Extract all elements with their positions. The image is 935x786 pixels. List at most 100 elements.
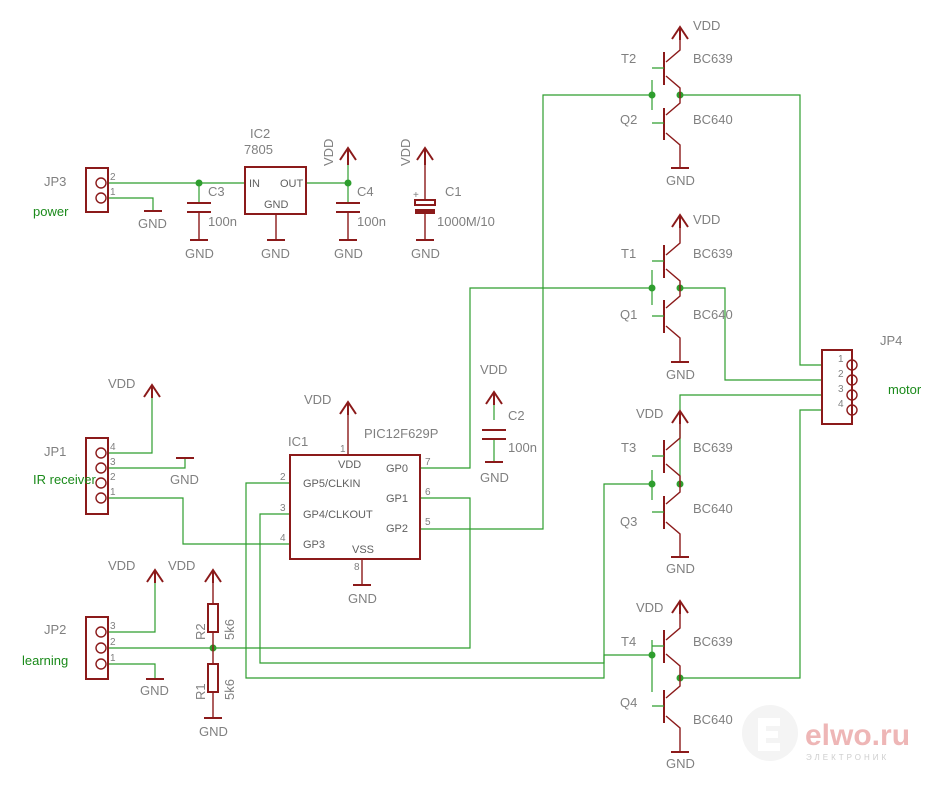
jp1-pins-2-label: 2 <box>110 472 116 483</box>
ic1-ref: IC1 <box>288 434 308 449</box>
c2-value: 100n <box>508 440 537 455</box>
t2-ref: T2 <box>621 51 636 66</box>
ic2-regulator: IC2 7805 IN OUT GND GND <box>244 126 307 261</box>
c3-value: 100n <box>208 214 237 229</box>
power-gnd-label: GND <box>334 246 363 261</box>
ic1-value: PIC12F629P <box>364 426 438 441</box>
t1-ref: T1 <box>621 246 636 261</box>
ic1-pins-p8-label: 8 <box>354 562 360 573</box>
jp3-net-label: power <box>33 204 69 219</box>
jp4-pins-1-label: 2 <box>838 369 844 380</box>
c3-capacitor: C3 100n GND <box>185 184 237 261</box>
power-gnd-label: GND <box>170 472 199 487</box>
power-vdd-label: VDD <box>693 212 720 227</box>
power-vdd-label: VDD <box>321 139 336 166</box>
ic1-microcontroller: IC1 PIC12F629P VDD 1 VDD 8 VSS GND 2 GP5… <box>280 392 438 606</box>
power-vdd-label: VDD <box>108 558 135 573</box>
jp2-pins-2-label: 1 <box>110 653 116 664</box>
jp3-connector: 2 1 JP3 power <box>33 167 116 219</box>
power-gnd-label: GND <box>348 591 377 606</box>
jp1-pins-3-label: 1 <box>110 487 116 498</box>
ic1-vss-label: VSS <box>352 544 374 556</box>
watermark-tagline: ЭЛЕКТРОНИК <box>806 753 889 762</box>
power-gnd-label: GND <box>411 246 440 261</box>
q3-ref: Q3 <box>620 514 637 529</box>
q2-ref: Q2 <box>620 112 637 127</box>
jp4-pins-3-label: 4 <box>838 399 844 410</box>
jp1-pins-0-label: 4 <box>110 442 116 453</box>
t1-value: BC639 <box>693 246 733 261</box>
transistor-pair-t2-q2: VDD T2 BC639 Q2 BC640 GND <box>620 18 733 188</box>
c1-ref: C1 <box>445 184 462 199</box>
transistor-pair-t1-q1: VDD T1 BC639 Q1 BC640 GND <box>620 212 733 382</box>
ic1-gp3-label: GP3 <box>303 539 325 551</box>
r1-value: 5k6 <box>222 679 237 700</box>
power-vdd-label: VDD <box>168 558 195 573</box>
jp3-pin-2: 2 <box>110 172 116 183</box>
jp4-ref: JP4 <box>880 333 902 348</box>
junction-dots <box>195 91 684 682</box>
r1-resistor: R1 5k6 GND <box>193 663 237 739</box>
q1-value: BC640 <box>693 307 733 322</box>
jp4-pins-0-label: 1 <box>838 354 844 365</box>
ic2-in-label: IN <box>249 178 260 190</box>
ic1-pins-p3-label: 3 <box>280 503 286 514</box>
jp4-pins-2-label: 3 <box>838 384 844 395</box>
power-vdd-label: VDD <box>693 18 720 33</box>
c1-plus-label: + <box>413 190 419 201</box>
jp3-pin-1: 1 <box>110 187 116 198</box>
ic1-pins-p5-label: 5 <box>425 517 431 528</box>
t4-ref: T4 <box>621 634 636 649</box>
jp1-net-label: IR receiver <box>33 472 97 487</box>
t2-value: BC639 <box>693 51 733 66</box>
r2-value: 5k6 <box>222 619 237 640</box>
power-gnd-label: GND <box>666 756 695 771</box>
power-vdd-label: VDD <box>636 600 663 615</box>
q1-ref: Q1 <box>620 307 637 322</box>
q4-value: BC640 <box>693 712 733 727</box>
power-gnd-label: GND <box>261 246 290 261</box>
q3-value: BC640 <box>693 501 733 516</box>
t3-ref: T3 <box>621 440 636 455</box>
power-gnd-label: GND <box>480 470 509 485</box>
power-gnd-label: GND <box>199 724 228 739</box>
transistor-pair-t4-q4: VDD T4 BC639 Q4 BC640 GND <box>620 599 733 771</box>
q4-ref: Q4 <box>620 695 637 710</box>
power-vdd-label: VDD <box>636 406 663 421</box>
ic2-ref: IC2 <box>250 126 270 141</box>
c1-capacitor: VDD + C1 1000M/10 GND <box>398 139 495 261</box>
ic1-gp2-label: GP2 <box>386 523 408 535</box>
t3-value: BC639 <box>693 440 733 455</box>
c1-value: 1000M/10 <box>437 214 495 229</box>
ic2-out-label: OUT <box>280 178 304 190</box>
watermark-brand: elwo.ru <box>805 719 910 752</box>
power-gnd-label: GND <box>138 216 167 231</box>
ic2-gnd-label: GND <box>264 199 289 211</box>
wires <box>107 80 822 692</box>
transistor-pair-t3-q3: VDD T3 BC639 Q3 BC640 GND <box>620 406 733 576</box>
q2-value: BC640 <box>693 112 733 127</box>
power-vdd-label: VDD <box>480 362 507 377</box>
ic1-gp0-label: GP0 <box>386 463 408 475</box>
jp1-ref: JP1 <box>44 444 66 459</box>
ic1-pins-p4-label: 4 <box>280 533 286 544</box>
jp1-connector: 4 3 2 1 JP1 IR receiver VDD GND <box>33 376 199 515</box>
elwo-watermark-logo: elwo.ru ЭЛЕКТРОНИК <box>742 705 910 762</box>
c3-ref: C3 <box>208 184 225 199</box>
ic1-gp1-label: GP1 <box>386 493 408 505</box>
power-gnd-label: GND <box>666 561 695 576</box>
c2-ref: C2 <box>508 408 525 423</box>
c2-capacitor: VDD C2 100n GND <box>480 362 537 485</box>
r2-ref: R2 <box>193 623 208 640</box>
ic1-pins-p2-label: 2 <box>280 472 286 483</box>
ic1-pins-p6-label: 6 <box>425 487 431 498</box>
jp2-ref: JP2 <box>44 622 66 637</box>
power-gnd-label: GND <box>185 246 214 261</box>
gnd-symbol: GND <box>138 210 167 231</box>
jp2-pins-1-label: 2 <box>110 637 116 648</box>
r2-resistor: VDD R2 5k6 <box>168 558 237 664</box>
jp2-pins-0-label: 3 <box>110 621 116 632</box>
r1-ref: R1 <box>193 683 208 700</box>
ic1-gp4-label: GP4/CLKOUT <box>303 509 373 521</box>
